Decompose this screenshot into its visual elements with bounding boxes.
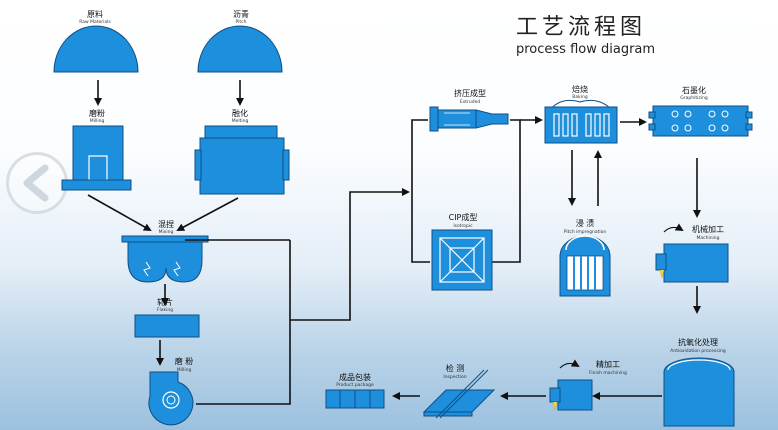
machining-label: 机械加工 <box>692 224 724 234</box>
impregnation-label: 浸 渍 <box>576 218 595 228</box>
finish-machining-machine <box>549 359 593 411</box>
milling-1-label: 磨粉 <box>89 108 105 118</box>
product-package-label: 成品包装 <box>339 372 371 382</box>
baking-label-en: Baking <box>572 94 588 100</box>
product-package <box>325 389 385 409</box>
product-package-label-en: Product package <box>336 382 374 388</box>
graphitizing-label-en: Graphitizing <box>680 95 708 101</box>
inspection-table <box>422 369 496 419</box>
impregnation-tank <box>559 235 611 297</box>
line-milling-return <box>196 240 291 405</box>
melting-label: 融化 <box>232 108 248 118</box>
milling-2-label-en: Milling <box>177 367 192 373</box>
mixing-kneader <box>121 235 209 283</box>
nav-back-button[interactable] <box>6 152 68 214</box>
impregnation-label-en: Pitch impregnation <box>564 229 607 235</box>
extruder <box>429 106 509 132</box>
flaking-machine <box>134 314 200 338</box>
extruded-label-en: Extruded <box>460 99 481 105</box>
arrow-melting-to-mixing <box>176 197 239 231</box>
antioxidation-label: 抗氧化处理 <box>678 337 718 347</box>
inspection-label-en: Inspection <box>443 374 466 380</box>
mixing-label: 混捏 <box>158 220 174 229</box>
arrow-milling-to-mixing <box>87 194 152 231</box>
milling-2-label: 磨 粉 <box>175 356 194 366</box>
melting-tank <box>194 125 290 195</box>
milling-1-machine <box>61 125 132 191</box>
pitch-label: 沥青 <box>233 9 249 19</box>
graphitizing-furnace <box>648 105 753 137</box>
raw-materials-label: 原料 <box>87 9 103 19</box>
flaking-label-en: Flaking <box>157 307 173 313</box>
milling-2-fan <box>148 371 194 426</box>
melting-label-en: Melting <box>232 118 249 124</box>
line-to-extruder <box>411 119 428 192</box>
inspection-label: 检 测 <box>446 363 465 373</box>
title-en: process flow diagram <box>516 42 655 57</box>
cip-label-en: Isotropic <box>453 223 473 229</box>
milling-1-label-en: Milling <box>90 118 105 124</box>
raw-materials-silo <box>53 25 139 73</box>
mixing-label-en: Mixing <box>159 229 174 235</box>
finish-machining-label-en: Finish machining <box>589 370 627 376</box>
finish-machining-label: 精加工 <box>596 359 620 369</box>
cip-label: CIP成型 <box>449 212 478 222</box>
flaking-label: 轧片 <box>157 297 173 307</box>
graphitizing-label: 石墨化 <box>682 85 706 95</box>
baking-furnace <box>544 99 618 144</box>
line-to-cip <box>411 192 430 263</box>
extruded-label: 挤压成型 <box>454 88 486 98</box>
raw-materials-label-en: Raw Materials <box>79 19 111 25</box>
title-cn: 工艺流程图 <box>516 15 646 40</box>
arrow-to-forming <box>290 188 410 321</box>
antioxidation-label-en: Antioxidation processing <box>670 348 726 354</box>
pitch-silo <box>197 25 283 73</box>
baking-label: 焙烧 <box>572 84 588 94</box>
cip-press <box>431 229 493 291</box>
arrow-left-icon <box>23 164 49 202</box>
machining-machine <box>655 223 729 283</box>
machining-label-en: Machining <box>696 235 719 241</box>
line-forming-merge <box>492 119 521 263</box>
pitch-label-en: Pitch <box>236 19 247 25</box>
antioxidation-tank <box>663 357 735 427</box>
